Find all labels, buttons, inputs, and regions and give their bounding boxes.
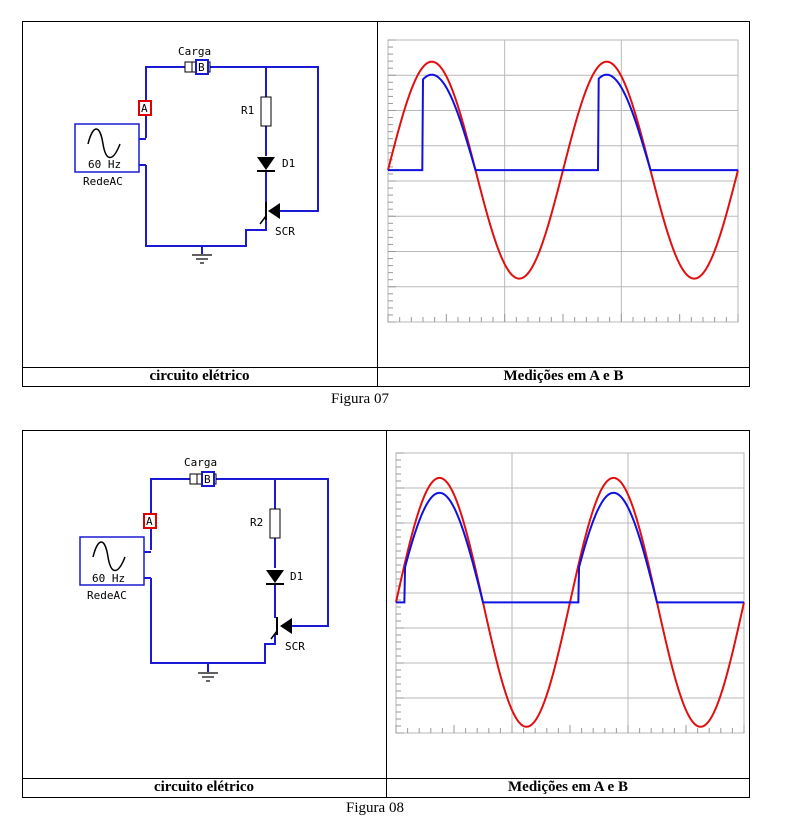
- figure-08-divider-vertical: [386, 431, 387, 797]
- figure-07-circuit: 60 Hz RedeAC Carga B A R1 D1 SCR: [74, 45, 319, 264]
- probe-b-label: B: [204, 473, 211, 486]
- figure-08-scope-chart: [395, 452, 745, 734]
- ac-source-symbol: [74, 123, 146, 173]
- ground-symbol: [192, 254, 212, 264]
- resistor-symbol: [260, 96, 272, 127]
- resistor-label: R1: [241, 104, 254, 117]
- figure-07-scope-chart: [387, 39, 739, 323]
- probe-a-marker: [143, 513, 157, 529]
- figure-08-label: Figura 08: [346, 800, 404, 816]
- scr-label: SCR: [275, 225, 295, 238]
- figure-08-circuit: 60 Hz RedeAC Carga B A R2 D1 SCR: [79, 456, 329, 682]
- figure-07-right-caption: Medições em A e B: [503, 368, 624, 384]
- probe-b-marker: [195, 59, 209, 75]
- trace-blue-line: [388, 73, 738, 172]
- figure-07-divider-horizontal: [23, 367, 749, 368]
- probe-b-marker: [201, 471, 215, 487]
- scr-symbol: [270, 617, 292, 640]
- figure-08: [22, 430, 750, 798]
- resistor-label: R2: [250, 516, 263, 529]
- figure-07-divider-vertical: [377, 22, 378, 386]
- figure-08-right-caption: Medições em A e B: [508, 779, 628, 795]
- trace-blue-line: [396, 491, 744, 604]
- load-label: Carga: [178, 45, 211, 58]
- diode-symbol: [266, 570, 284, 585]
- source-name: RedeAC: [83, 175, 123, 188]
- probe-a-label: A: [146, 515, 153, 528]
- diode-label: D1: [290, 570, 303, 583]
- source-frequency: 60 Hz: [88, 158, 121, 171]
- source-frequency: 60 Hz: [92, 572, 125, 585]
- probe-a-label: A: [141, 102, 148, 115]
- figure-07-left-caption: circuito elétrico: [149, 368, 250, 384]
- ground-symbol: [198, 672, 218, 682]
- figure-07: [22, 21, 750, 387]
- ac-source-symbol: [79, 536, 151, 586]
- diode-symbol: [257, 157, 275, 172]
- probe-a-marker: [138, 100, 152, 116]
- source-name: RedeAC: [87, 589, 127, 602]
- load-label: Carga: [184, 456, 217, 469]
- scr-symbol: [259, 202, 280, 225]
- figure-07-label: Figura 07: [331, 391, 389, 407]
- figure-08-divider-horizontal: [23, 778, 749, 779]
- scr-label: SCR: [285, 640, 305, 653]
- diode-label: D1: [282, 157, 295, 170]
- probe-b-label: B: [198, 61, 205, 74]
- figure-08-left-caption: circuito elétrico: [153, 779, 255, 795]
- resistor-symbol: [269, 508, 281, 539]
